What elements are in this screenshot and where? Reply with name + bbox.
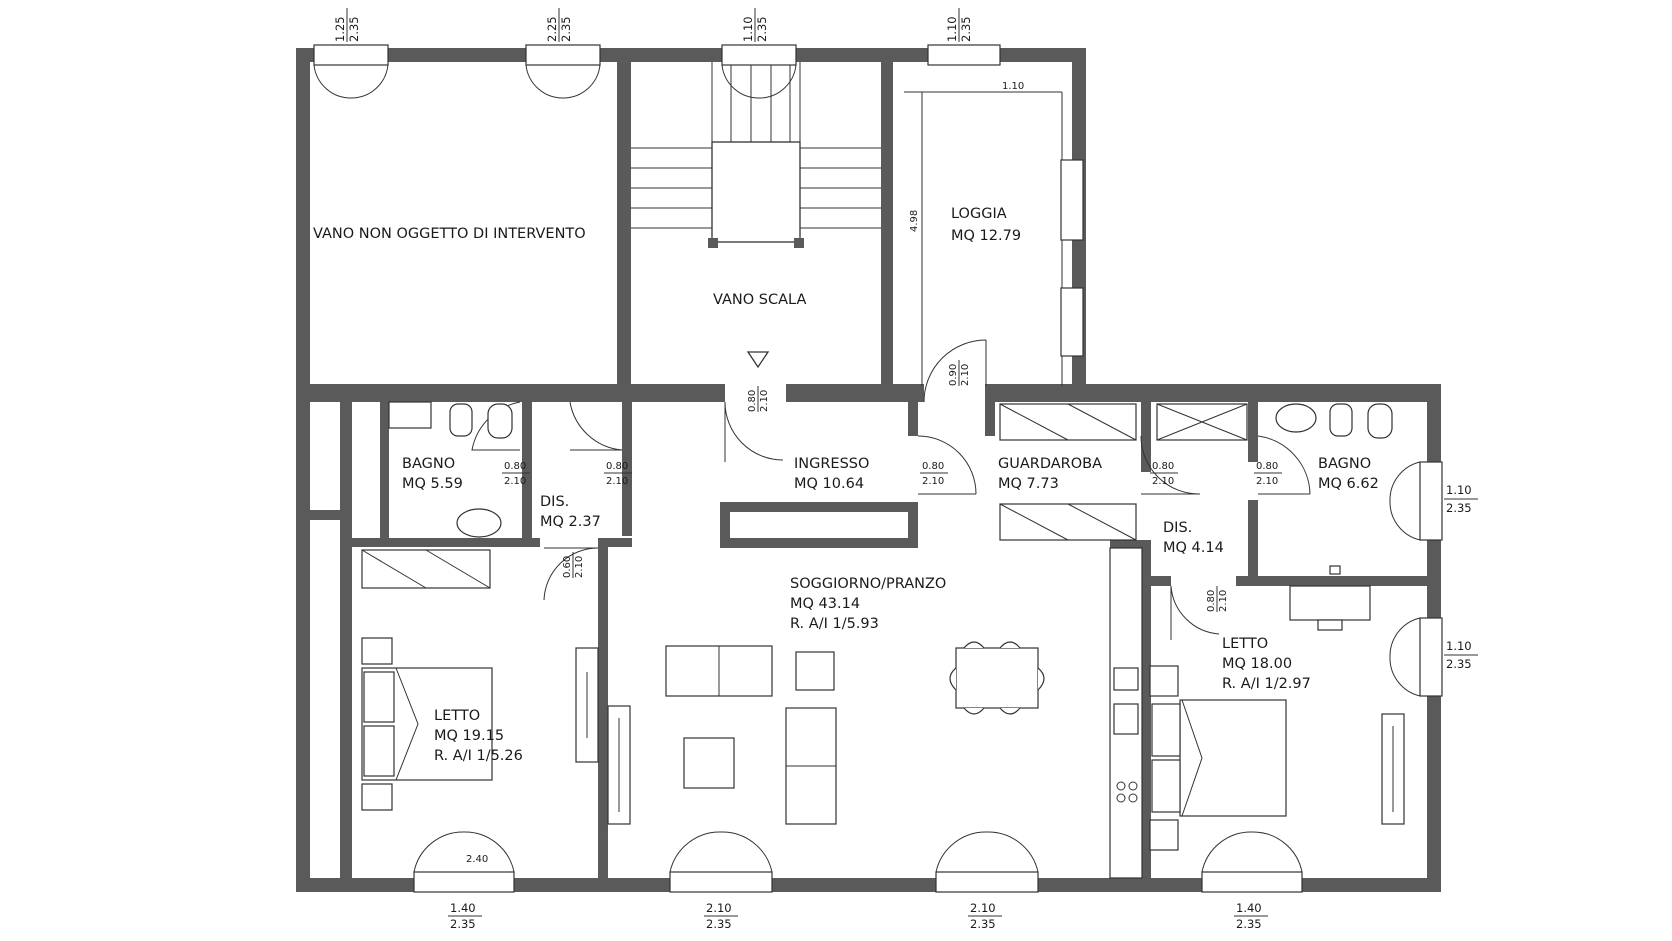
dimension-labels: 1.25 2.35 2.25 2.35 1.10 2.35 1.10 2.35 … [333, 8, 1478, 931]
svg-text:2.10: 2.10 [922, 476, 944, 487]
svg-text:0.80: 0.80 [747, 390, 758, 412]
room-letto2-ratio: R. A/I 1/2.97 [1222, 676, 1311, 692]
dim-right1: 1.10 2.35 [1444, 483, 1478, 515]
room-dis2-area: MQ 4.14 [1163, 540, 1224, 556]
svg-text:2.10: 2.10 [1256, 476, 1278, 487]
dim-door-loggia: 0.90 2.10 [948, 360, 971, 386]
dim-door-ingresso: 0.80 2.10 [920, 461, 948, 487]
dim-bot3: 2.10 2.35 [968, 901, 1002, 931]
room-bagno2-area: MQ 6.62 [1318, 476, 1379, 492]
svg-text:2.10: 2.10 [970, 901, 996, 915]
room-letto2-name: LETTO [1222, 636, 1268, 652]
room-letto1-name: LETTO [434, 708, 480, 724]
furniture [361, 401, 1405, 879]
svg-text:2.10: 2.10 [1152, 476, 1174, 487]
window-swings [313, 64, 1421, 873]
svg-text:2.35: 2.35 [450, 917, 476, 931]
svg-text:0.60: 0.60 [562, 556, 573, 578]
room-dis1-name: DIS. [540, 494, 569, 510]
room-loggia-area: MQ 12.79 [951, 228, 1021, 244]
svg-text:0.80: 0.80 [504, 461, 526, 472]
dim-door-letto1: 0.60 2.10 [562, 552, 585, 578]
svg-text:2.35: 2.35 [959, 16, 973, 42]
svg-text:2.35: 2.35 [970, 917, 996, 931]
svg-text:2.10: 2.10 [759, 390, 770, 412]
svg-text:0.80: 0.80 [1256, 461, 1278, 472]
svg-text:0.80: 0.80 [1206, 590, 1217, 612]
svg-text:1.40: 1.40 [1236, 901, 1262, 915]
doors [471, 339, 1311, 640]
room-dis2-name: DIS. [1163, 520, 1192, 536]
room-ingresso-name: INGRESSO [794, 456, 869, 472]
svg-text:1.10: 1.10 [1446, 639, 1472, 653]
svg-text:2.10: 2.10 [504, 476, 526, 487]
dim-bot2: 2.10 2.35 [704, 901, 738, 931]
dim-bed-small: 2.40 [466, 854, 488, 865]
windows [313, 44, 1443, 893]
room-ingresso-area: MQ 10.64 [794, 476, 864, 492]
svg-text:1.25: 1.25 [333, 16, 347, 42]
room-vano-scala: VANO SCALA [713, 292, 806, 308]
svg-text:1.10: 1.10 [741, 16, 755, 42]
svg-text:2.10: 2.10 [960, 364, 971, 386]
room-soggiorno-ratio: R. A/I 1/5.93 [790, 616, 879, 632]
room-soggiorno-name: SOGGIORNO/PRANZO [790, 576, 946, 592]
dim-top3: 1.10 2.35 [741, 8, 769, 42]
dim-loggia-h: 4.98 [909, 210, 920, 232]
room-guardaroba-name: GUARDAROBA [998, 456, 1102, 472]
room-vano-non: VANO NON OGGETTO DI INTERVENTO [313, 226, 586, 242]
walls [296, 48, 1441, 892]
room-letto1-ratio: R. A/I 1/5.26 [434, 748, 523, 764]
dim-bot1: 1.40 2.35 [448, 901, 482, 931]
room-bagno1-name: BAGNO [402, 456, 455, 472]
dim-door-bagno2: 0.80 2.10 [1254, 461, 1282, 487]
room-letto1-area: MQ 19.15 [434, 728, 504, 744]
svg-text:0.80: 0.80 [922, 461, 944, 472]
svg-text:0.80: 0.80 [606, 461, 628, 472]
room-bagno2-name: BAGNO [1318, 456, 1371, 472]
svg-text:2.35: 2.35 [1446, 657, 1472, 671]
svg-text:2.10: 2.10 [706, 901, 732, 915]
dim-door-letto2: 0.80 2.10 [1206, 586, 1229, 612]
svg-text:2.10: 2.10 [606, 476, 628, 487]
dim-top2: 2.25 2.35 [545, 8, 573, 42]
room-labels: VANO NON OGGETTO DI INTERVENTO VANO SCAL… [313, 206, 1379, 764]
dim-door-guardaroba: 0.80 2.10 [1150, 461, 1178, 487]
room-letto2-area: MQ 18.00 [1222, 656, 1292, 672]
svg-text:1.40: 1.40 [450, 901, 476, 915]
svg-text:2.35: 2.35 [755, 16, 769, 42]
dim-loggia-w: 1.10 [1002, 81, 1024, 92]
svg-text:2.10: 2.10 [1218, 590, 1229, 612]
dim-bot4: 1.40 2.35 [1234, 901, 1268, 931]
svg-text:2.25: 2.25 [545, 16, 559, 42]
svg-text:2.35: 2.35 [347, 16, 361, 42]
dim-right2: 1.10 2.35 [1444, 639, 1478, 671]
dim-door-dis1: 0.80 2.10 [604, 461, 632, 487]
dim-door-bagno1: 0.80 2.10 [502, 461, 530, 487]
staircase [631, 62, 881, 369]
room-loggia-name: LOGGIA [951, 206, 1007, 222]
svg-text:2.10: 2.10 [574, 556, 585, 578]
room-guardaroba-area: MQ 7.73 [998, 476, 1059, 492]
arrow-down-icon [746, 351, 770, 369]
svg-text:2.35: 2.35 [1446, 501, 1472, 515]
svg-text:1.10: 1.10 [1446, 483, 1472, 497]
dim-door-scala: 0.80 2.10 [747, 386, 770, 412]
svg-text:0.90: 0.90 [948, 364, 959, 386]
svg-text:2.35: 2.35 [1236, 917, 1262, 931]
svg-text:2.35: 2.35 [706, 917, 732, 931]
dim-top1: 1.25 2.35 [333, 8, 361, 42]
svg-text:1.10: 1.10 [945, 16, 959, 42]
svg-text:2.35: 2.35 [559, 16, 573, 42]
room-dis1-area: MQ 2.37 [540, 514, 601, 530]
room-soggiorno-area: MQ 43.14 [790, 596, 860, 612]
dim-top4: 1.10 2.35 [945, 8, 973, 42]
room-bagno1-area: MQ 5.59 [402, 476, 463, 492]
svg-text:0.80: 0.80 [1152, 461, 1174, 472]
